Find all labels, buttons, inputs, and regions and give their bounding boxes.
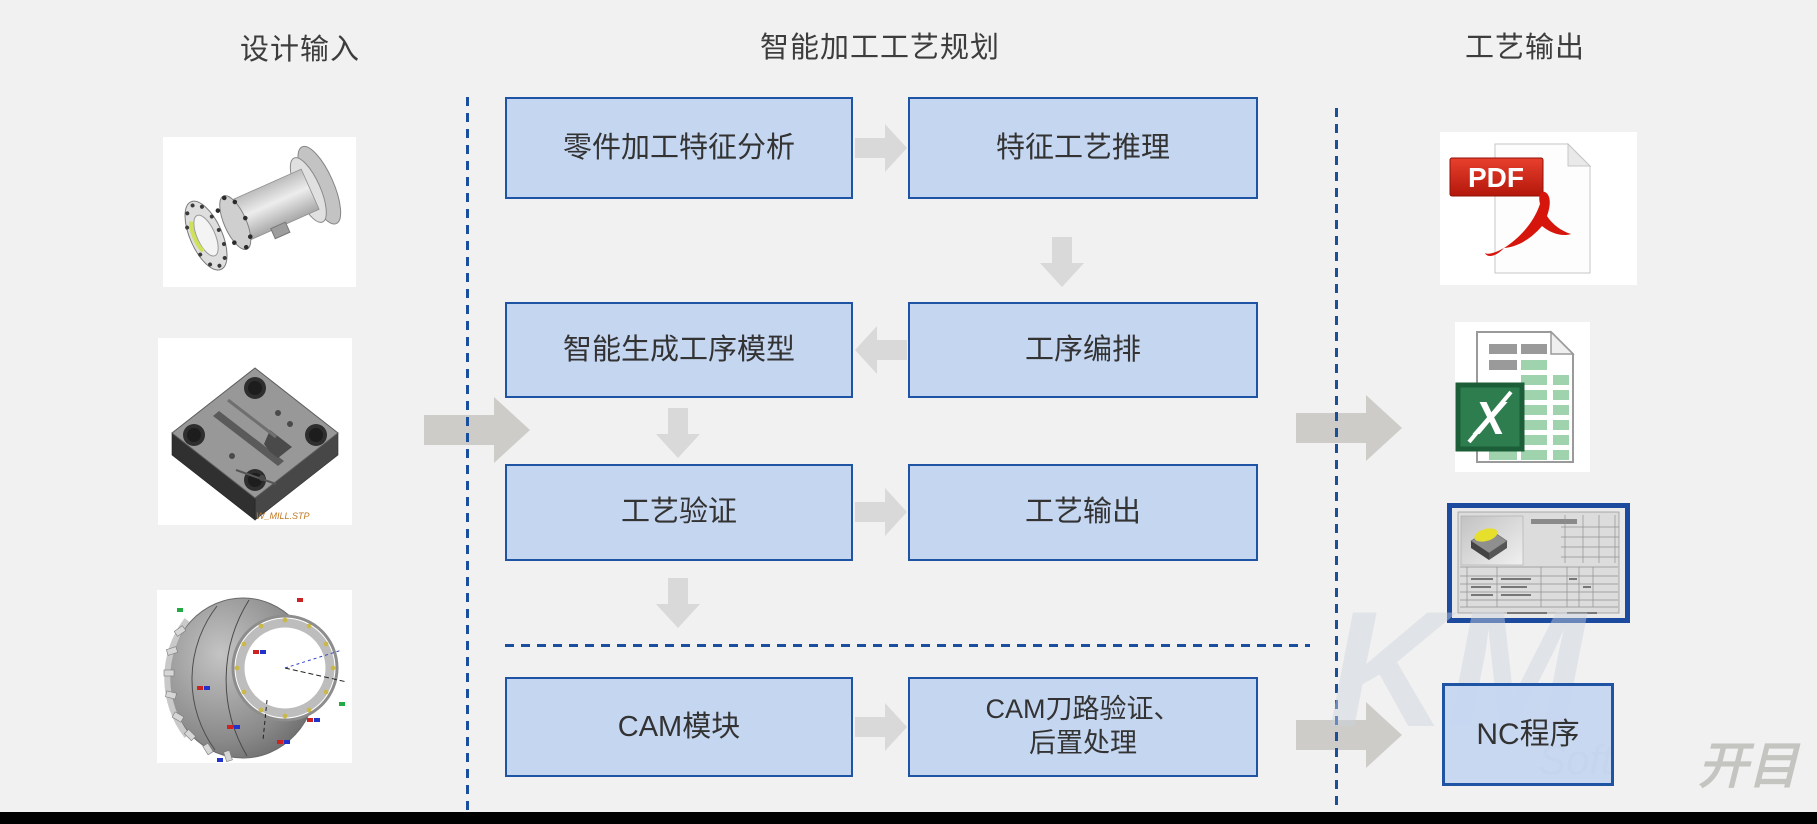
casing-part-image	[157, 590, 352, 763]
flow-box-cam-verify: CAM刀路验证、后置处理	[908, 677, 1258, 777]
cam-dashed-divider	[505, 644, 1310, 647]
nc-program-box: NC程序	[1442, 683, 1614, 786]
flow-arrow-right-icon	[855, 488, 907, 536]
flow-box-label: CAM模块	[617, 710, 741, 743]
machined-plate-icon: W_MILL.STP	[171, 367, 339, 521]
flow-arrow-right-icon	[855, 124, 907, 172]
shaft-part-image	[163, 137, 356, 287]
flow-box-label: 工艺输出	[1024, 496, 1141, 529]
flow-box-feature-analysis: 零件加工特征分析	[505, 97, 853, 199]
machined-plate-image: W_MILL.STP	[158, 338, 352, 525]
bottom-black-bar	[0, 812, 1817, 824]
plate-caption: W_MILL.STP	[256, 511, 310, 521]
left-dashed-divider	[466, 97, 469, 810]
pdf-label: PDF	[1468, 162, 1524, 193]
flow-box-feature-reasoning: 特征工艺推理	[908, 97, 1258, 199]
flow-arrow-down-icon	[1040, 237, 1084, 287]
flow-box-label: 工艺验证	[620, 496, 737, 529]
flow-box-op-model: 智能生成工序模型	[505, 302, 853, 398]
excel-file-glyph: X	[1455, 330, 1575, 463]
flanged-shaft-icon	[184, 145, 342, 271]
pdf-file-icon: PDF	[1440, 132, 1637, 285]
kaimu-watermark-text: 开目	[1698, 738, 1798, 794]
flow-box-label: 工序编排	[1024, 333, 1141, 366]
flow-box-process-output: 工艺输出	[908, 464, 1258, 561]
process-card-icon	[1447, 503, 1630, 623]
flow-box-label: 特征工艺推理	[995, 131, 1170, 164]
flow-arrow-left-icon	[855, 326, 907, 374]
big-flow-arrow-nc-icon	[1296, 702, 1402, 768]
big-flow-arrow-output-icon	[1296, 395, 1402, 461]
big-flow-arrow-input-icon	[424, 397, 530, 463]
right-dashed-divider	[1335, 108, 1338, 810]
design-input-title: 设计输入	[239, 34, 360, 66]
flow-box-label: CAM刀路验证、后置处理	[985, 694, 1181, 758]
flow-box-op-sequencing: 工序编排	[908, 302, 1258, 398]
flow-box-process-validation: 工艺验证	[505, 464, 853, 561]
flow-arrow-right-icon	[855, 703, 907, 751]
flow-box-cam-module: CAM模块	[505, 677, 853, 777]
flow-box-label: 零件加工特征分析	[562, 131, 795, 164]
excel-file-icon: X	[1455, 322, 1590, 472]
planning-title: 智能加工工艺规划	[759, 32, 1000, 64]
process-output-title: 工艺输出	[1464, 32, 1585, 64]
flow-box-label: 智能生成工序模型	[562, 333, 795, 366]
nc-program-label: NC程序	[1476, 717, 1580, 751]
pdf-file-glyph: PDF	[1449, 142, 1592, 274]
annotated-casing-icon	[163, 597, 348, 763]
process-card-glyph	[1447, 503, 1630, 623]
flow-arrow-down-icon	[656, 578, 700, 628]
flow-arrow-down-icon	[656, 408, 700, 458]
